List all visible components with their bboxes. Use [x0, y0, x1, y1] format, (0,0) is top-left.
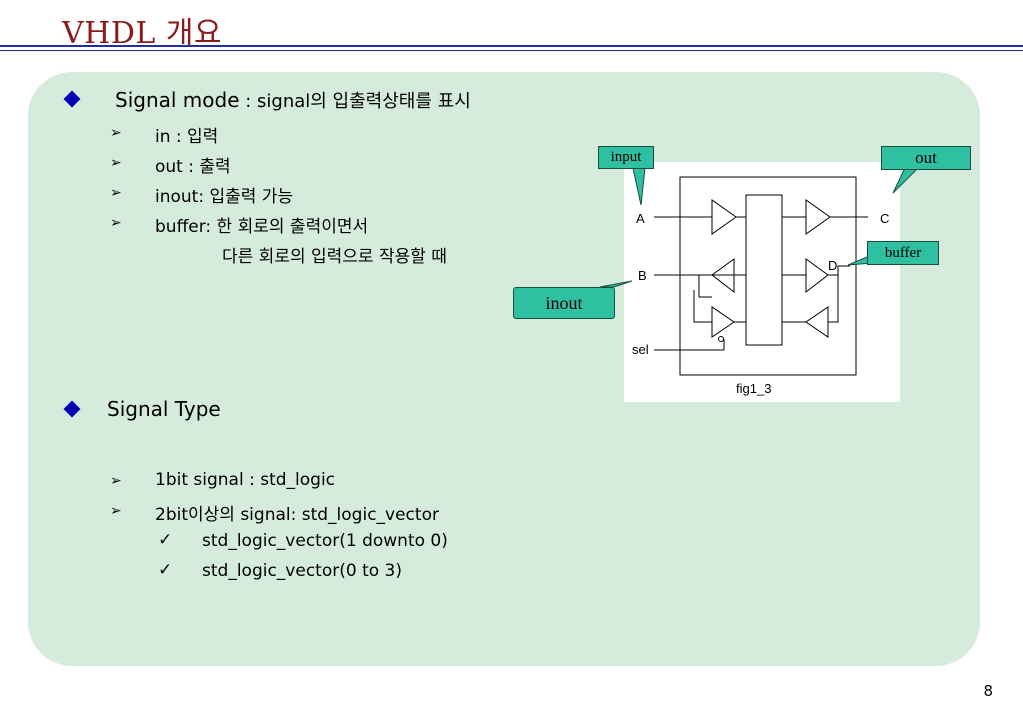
signal-mode-heading: Signal mode : signal의 입출력상태를 표시 [115, 87, 471, 113]
input-pointer [632, 167, 646, 206]
heading-rest: : signal의 입출력상태를 표시 [239, 91, 471, 112]
center-block [745, 194, 783, 346]
arrow-bullet-icon: ➢ [110, 473, 122, 489]
mode-item: inout: 입출력 가능 [155, 187, 294, 207]
port-mode-figure: A B sel C D fig1_3 [624, 162, 900, 402]
label-a: A [636, 211, 645, 226]
mode-item-continuation: 다른 회로의 입력으로 작용할 때 [222, 247, 447, 267]
out-pointer [892, 167, 920, 194]
label-c: C [880, 211, 889, 226]
type-subitem: std_logic_vector(1 downto 0) [202, 531, 448, 551]
check-bullet-icon: ✓ [158, 530, 173, 550]
arrow-bullet-icon: ➢ [110, 125, 122, 141]
label-d: D [828, 258, 837, 273]
callout-input: input [598, 146, 654, 169]
page-number: 8 [983, 682, 993, 700]
signal-type-heading: Signal Type [107, 397, 221, 421]
label-b: B [638, 268, 647, 283]
buffer-d-feedback [805, 306, 829, 338]
heading-bold: Signal mode [115, 88, 240, 112]
figure-caption: fig1_3 [736, 381, 771, 396]
type-item: 1bit signal : std_logic [155, 470, 336, 490]
callout-out: out [881, 146, 971, 170]
callout-buffer: buffer [867, 241, 939, 265]
outer-box [679, 176, 857, 376]
buffer-c [805, 199, 831, 235]
title-rule-thick [0, 45, 1023, 47]
type-item: 2bit이상의 signal: std_logic_vector [155, 505, 439, 525]
check-bullet-icon: ✓ [158, 560, 173, 580]
label-sel: sel [632, 342, 649, 357]
arrow-bullet-icon: ➢ [110, 215, 122, 231]
callout-inout: inout [513, 287, 615, 319]
type-subitem: std_logic_vector(0 to 3) [202, 561, 402, 581]
mode-item: buffer: 한 회로의 출력이면서 [155, 217, 369, 237]
arrow-bullet-icon: ➢ [110, 155, 122, 171]
mode-item: out : 출력 [155, 157, 231, 177]
mode-item: in : 입력 [155, 127, 219, 147]
arrow-bullet-icon: ➢ [110, 503, 122, 519]
title-rule-thin [0, 50, 1023, 51]
circuit-diagram: A B sel C D fig1_3 [632, 176, 889, 396]
buffer-a [711, 199, 737, 235]
arrow-bullet-icon: ➢ [110, 185, 122, 201]
